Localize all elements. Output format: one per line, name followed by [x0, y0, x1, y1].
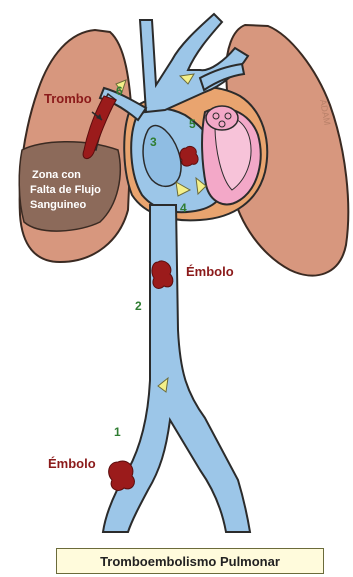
- embolus-upper: [152, 261, 173, 289]
- label-trombo: Trombo: [44, 91, 92, 106]
- diagram-title: Tromboembolismo Pulmonar: [56, 548, 324, 574]
- label-embolo-lower: Émbolo: [48, 456, 96, 471]
- label-zone-line2: Falta de Flujo: [30, 184, 101, 196]
- embolus-lower: [109, 461, 135, 490]
- label-num-4: 4: [180, 201, 187, 215]
- label-embolo-upper: Émbolo: [186, 264, 234, 279]
- label-num-3: 3: [150, 135, 157, 149]
- label-zone-line1: Zona con: [32, 169, 81, 181]
- label-zone-line3: Sanguineo: [30, 199, 87, 211]
- label-num-5: 5: [189, 117, 196, 131]
- diagram-title-text: Tromboembolismo Pulmonar: [100, 554, 280, 569]
- label-num-6: 6: [116, 84, 123, 98]
- label-num-1: 1: [114, 425, 121, 439]
- label-num-2: 2: [135, 299, 142, 313]
